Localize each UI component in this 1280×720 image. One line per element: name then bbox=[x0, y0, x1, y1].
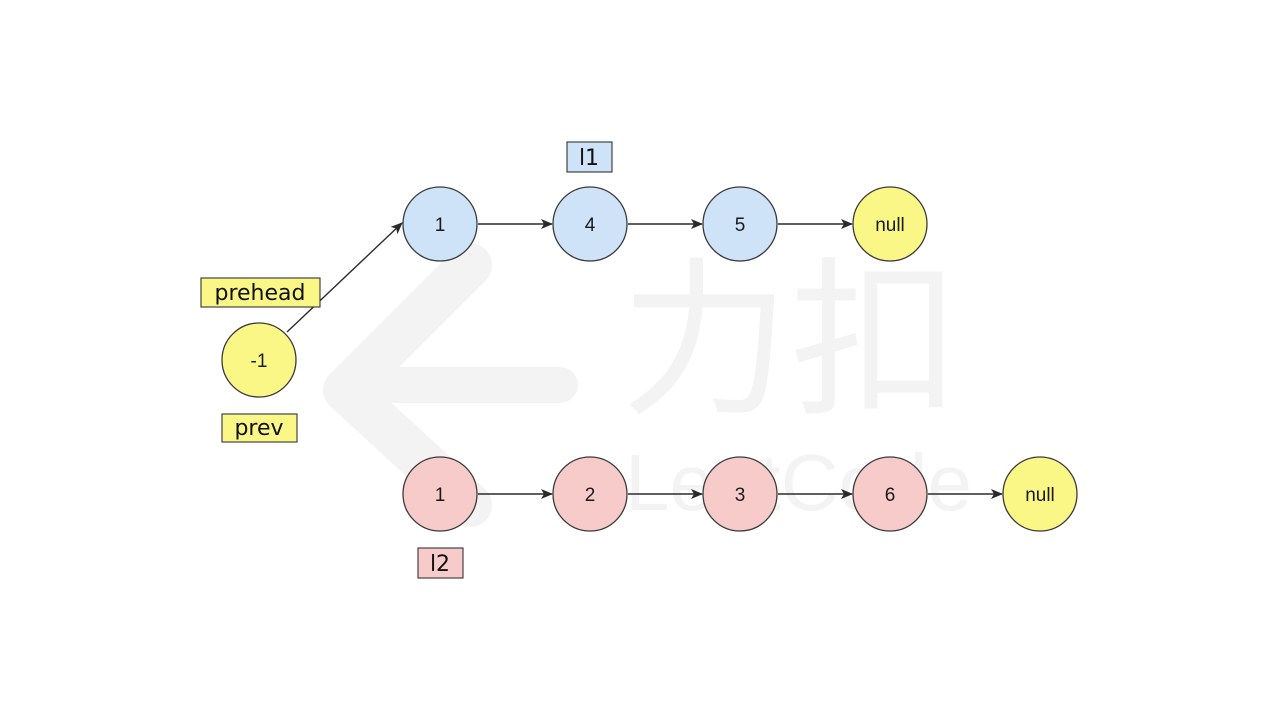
node-l2-1: 2 bbox=[552, 456, 628, 532]
node-l2-null: null bbox=[1002, 456, 1078, 532]
node-l1-2-circle bbox=[702, 186, 778, 262]
node-l1-null: null bbox=[852, 186, 928, 262]
tag-prev-label: prev bbox=[234, 416, 283, 441]
node-l2-3-value: 6 bbox=[885, 485, 896, 506]
edges bbox=[286, 219, 1003, 499]
node-l2-0-circle bbox=[402, 456, 478, 532]
node-l1-0: 1 bbox=[402, 186, 478, 262]
tag-prev: prev bbox=[221, 413, 298, 443]
tag-l1-box bbox=[566, 141, 613, 173]
tag-l1-label: l1 bbox=[579, 146, 599, 171]
node-l1-2-value: 5 bbox=[735, 215, 746, 236]
node-l1-1-circle bbox=[552, 186, 628, 262]
node-l2-null-value: null bbox=[1025, 485, 1055, 506]
tag-l2-label: l2 bbox=[430, 552, 450, 577]
node-l2-2-circle bbox=[702, 456, 778, 532]
list-l1: 1 4 5 null bbox=[402, 186, 928, 262]
node-l2-0-value: 1 bbox=[435, 485, 446, 506]
node-l2-1-circle bbox=[552, 456, 628, 532]
tag-prehead-box bbox=[200, 277, 321, 308]
node-l1-1-value: 4 bbox=[585, 215, 596, 236]
node-l2-2-value: 3 bbox=[735, 485, 746, 506]
node-l2-2: 3 bbox=[702, 456, 778, 532]
node-l1-null-circle bbox=[852, 186, 928, 262]
node-l2-1-value: 2 bbox=[585, 485, 596, 506]
node-prehead: -1 bbox=[221, 322, 297, 398]
tag-l1: l1 bbox=[566, 141, 613, 173]
node-l1-null-value: null bbox=[875, 215, 905, 236]
node-l2-3-circle bbox=[852, 456, 928, 532]
node-l1-0-circle bbox=[402, 186, 478, 262]
node-l1-2: 5 bbox=[702, 186, 778, 262]
node-prehead-value: -1 bbox=[251, 351, 268, 372]
tag-prev-box bbox=[221, 413, 298, 443]
tag-prehead-label: prehead bbox=[215, 281, 306, 306]
tag-l2-box bbox=[417, 547, 464, 579]
node-l2-0: 1 bbox=[402, 456, 478, 532]
tag-prehead: prehead bbox=[200, 277, 321, 308]
node-prehead-circle bbox=[221, 322, 297, 398]
node-l2-3: 6 bbox=[852, 456, 928, 532]
node-l1-0-value: 1 bbox=[435, 215, 446, 236]
list-l2: 1 2 3 6 null bbox=[402, 456, 1078, 532]
watermark-brand-cn: 力扣 bbox=[620, 247, 960, 437]
node-l2-null-circle bbox=[1002, 456, 1078, 532]
node-l1-1: 4 bbox=[552, 186, 628, 262]
tag-l2: l2 bbox=[417, 547, 464, 579]
edge-prehead-to-l1 bbox=[286, 222, 403, 333]
